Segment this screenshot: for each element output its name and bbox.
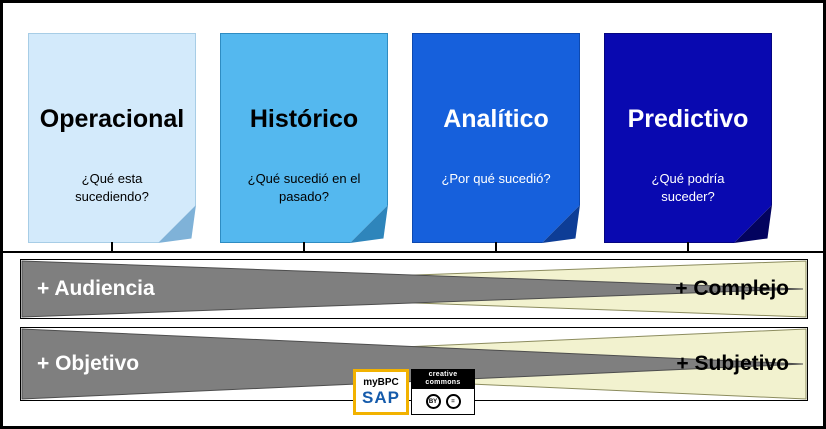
note-title: Predictivo <box>627 105 749 133</box>
sticky-note-predictivo: Predictivo ¿Qué podría suceder? <box>604 33 772 243</box>
bar-left-label: + Objetivo <box>37 352 140 375</box>
note-title: Histórico <box>249 105 359 133</box>
note-title: Analítico <box>443 105 549 133</box>
note-body: Operacional ¿Qué esta sucediendo? <box>28 33 196 243</box>
creative-commons-icons: BY = <box>411 389 475 415</box>
cc-sa-icon: = <box>445 394 461 409</box>
note-question: ¿Qué podría suceder? <box>651 171 725 204</box>
contrast-bar-audiencia-complejo: + Audiencia + Complejo <box>20 259 808 319</box>
note-question: ¿Qué sucedió en el pasado? <box>247 171 361 204</box>
timeline-line <box>3 251 823 253</box>
cc-by-icon: BY <box>425 394 441 409</box>
bar-right-label: + Subjetivo <box>676 352 789 375</box>
timeline-tick <box>495 242 497 251</box>
creative-commons-label: creative commons <box>411 369 475 389</box>
gray-triangle <box>21 260 804 318</box>
contrast-bar-objetivo-subjetivo: + Objetivo + Subjetivo <box>20 327 808 401</box>
note-question: ¿Por qué sucedió? <box>441 171 551 186</box>
sticky-note-historico: Histórico ¿Qué sucedió en el pasado? <box>220 33 388 243</box>
note-body: Histórico ¿Qué sucedió en el pasado? <box>220 33 388 243</box>
note-title: Operacional <box>39 105 185 133</box>
note-body: Predictivo ¿Qué podría suceder? <box>604 33 772 243</box>
sap-logo: SAP <box>362 388 400 407</box>
sticky-note-operacional: Operacional ¿Qué esta sucediendo? <box>28 33 196 243</box>
note-body: Analítico ¿Por qué sucedió? <box>412 33 580 243</box>
sticky-note-analitico: Analítico ¿Por qué sucedió? <box>412 33 580 243</box>
timeline-tick <box>111 242 113 251</box>
bar-right-label: + Complejo <box>675 277 789 300</box>
timeline-tick <box>303 242 305 251</box>
creative-commons-badge: creative commons BY = <box>411 369 475 415</box>
note-question: ¿Qué esta sucediendo? <box>75 171 149 204</box>
sap-mybpc-logo: myBPC SAP <box>353 369 409 415</box>
timeline-tick <box>687 242 689 251</box>
bar-left-label: + Audiencia <box>37 277 155 300</box>
mybpc-label: myBPC <box>363 377 399 388</box>
footer-logos: myBPC SAP creative commons BY = <box>353 369 475 415</box>
contrast-triangles <box>21 260 807 318</box>
